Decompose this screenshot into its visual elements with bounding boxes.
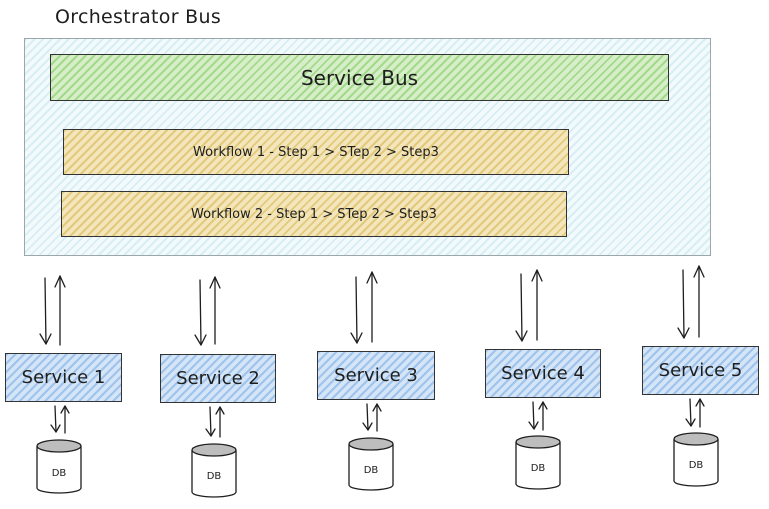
arrow-service-4-to-db	[528, 401, 548, 431]
service-2-label: Service 2	[176, 368, 260, 389]
arrow-service-5-to-db	[685, 398, 705, 428]
arrow-down-bus-to-service-4	[515, 273, 528, 342]
service-bus-label: Service Bus	[300, 65, 419, 90]
service-1-box: Service 1	[5, 353, 122, 402]
workflow-1-label: Workflow 1 - Step 1 > STep 2 > Step3	[193, 144, 439, 160]
arrow-down-bus-to-service-1	[39, 277, 52, 345]
arrow-up-service-3-to-bus	[366, 271, 378, 343]
arrow-up-service-1-to-bus	[54, 275, 66, 346]
service-1-label: Service 1	[21, 367, 106, 388]
workflow-1-box: Workflow 1 - Step 1 > STep 2 > Step3	[63, 129, 569, 175]
arrow-up-service-5-to-bus	[693, 265, 705, 338]
arrow-up-service-4-to-bus	[531, 269, 543, 341]
arrow-service-3-to-db	[362, 403, 382, 432]
service-bus-box: Service Bus	[50, 54, 669, 101]
db-3-label: DB	[364, 465, 379, 476]
db-5-label: DB	[689, 460, 704, 471]
workflow-2-label: Workflow 2 - Step 1 > STep 2 > Step3	[191, 206, 437, 222]
db-5-cylinder: DB	[673, 432, 719, 487]
arrow-service-2-to-db	[205, 406, 225, 438]
arrow-service-1-to-db	[50, 405, 70, 434]
diagram-title: Orchestrator Bus	[55, 6, 222, 28]
arrow-up-service-2-to-bus	[209, 276, 221, 345]
db-2-cylinder: DB	[191, 443, 237, 498]
service-5-box: Service 5	[642, 346, 759, 395]
service-5-label: Service 5	[658, 360, 743, 381]
arrow-down-bus-to-service-5	[677, 269, 690, 339]
arrow-down-bus-to-service-3	[350, 276, 363, 344]
service-3-box: Service 3	[317, 351, 435, 400]
service-2-box: Service 2	[160, 354, 276, 403]
service-4-box: Service 4	[485, 349, 601, 398]
db-4-cylinder: DB	[515, 435, 561, 490]
db-1-cylinder: DB	[36, 439, 82, 494]
db-2-label: DB	[207, 471, 222, 482]
db-1-label: DB	[52, 468, 67, 479]
db-4-label: DB	[531, 463, 546, 474]
workflow-2-box: Workflow 2 - Step 1 > STep 2 > Step3	[61, 191, 567, 237]
db-3-cylinder: DB	[348, 437, 394, 491]
arrow-down-bus-to-service-2	[194, 279, 207, 346]
service-4-label: Service 4	[501, 363, 585, 384]
service-3-label: Service 3	[334, 365, 418, 386]
